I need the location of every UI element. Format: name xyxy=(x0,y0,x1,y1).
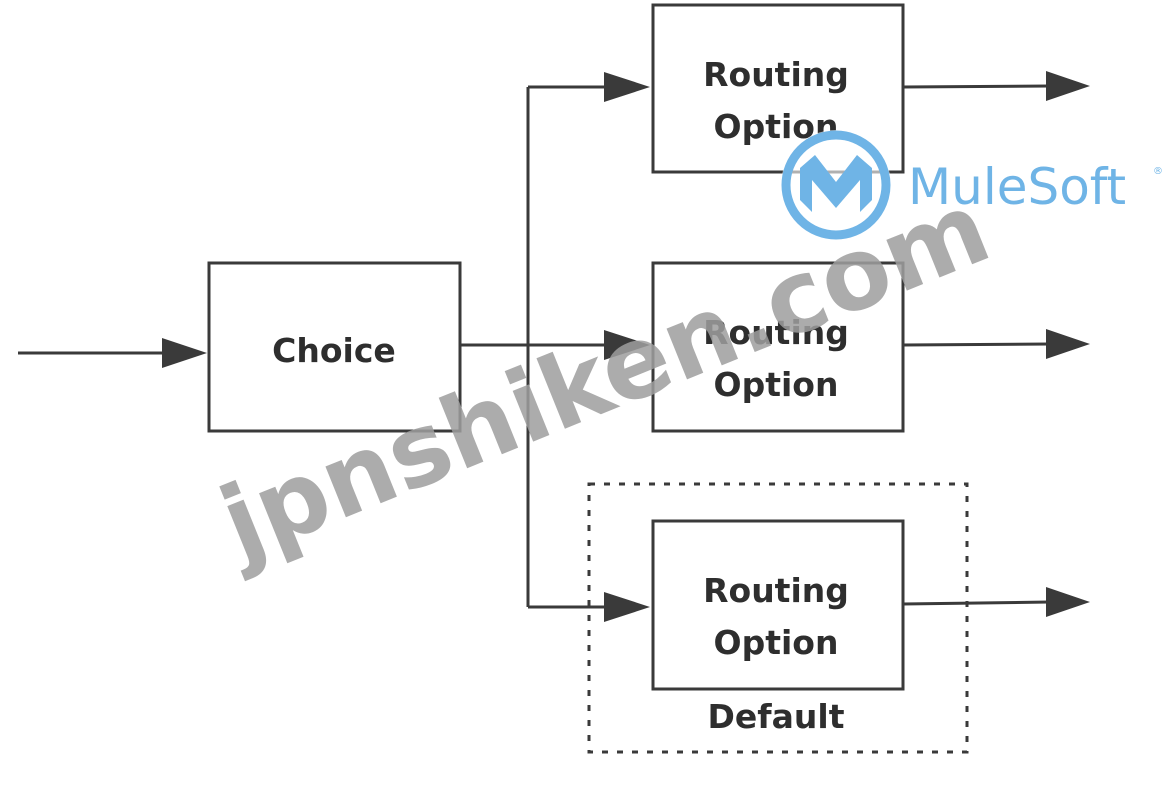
arrow-to-route-1 xyxy=(604,72,650,102)
routing-option-2: Routing Option xyxy=(651,261,1090,433)
mulesoft-logo: MuleSoft ® xyxy=(781,130,1163,240)
choice-node: Choice xyxy=(207,261,462,433)
default-label: Default xyxy=(708,697,845,736)
arrow-to-route-3 xyxy=(604,592,650,622)
mulesoft-m-logo-icon xyxy=(781,130,891,240)
routing-option-3: Routing Option xyxy=(651,519,1090,691)
default-route-group: Default xyxy=(587,482,969,754)
route-1-output-arrow xyxy=(1046,71,1090,101)
choice-label: Choice xyxy=(272,331,396,370)
route-2-label-line1: Routing xyxy=(703,313,849,352)
route-1-label-line1: Routing xyxy=(703,55,849,94)
route-3-label-line2: Option xyxy=(714,623,839,662)
arrow-to-route-2 xyxy=(604,330,650,360)
registered-mark: ® xyxy=(1153,166,1163,177)
branch-connectors xyxy=(460,72,650,622)
route-3-label-line1: Routing xyxy=(703,571,849,610)
mulesoft-wordmark: MuleSoft xyxy=(908,158,1126,216)
route-3-output-arrow xyxy=(1046,587,1090,617)
route-2-output-arrow xyxy=(1046,329,1090,359)
incoming-arrow xyxy=(18,338,207,368)
route-2-label-line2: Option xyxy=(714,365,839,404)
